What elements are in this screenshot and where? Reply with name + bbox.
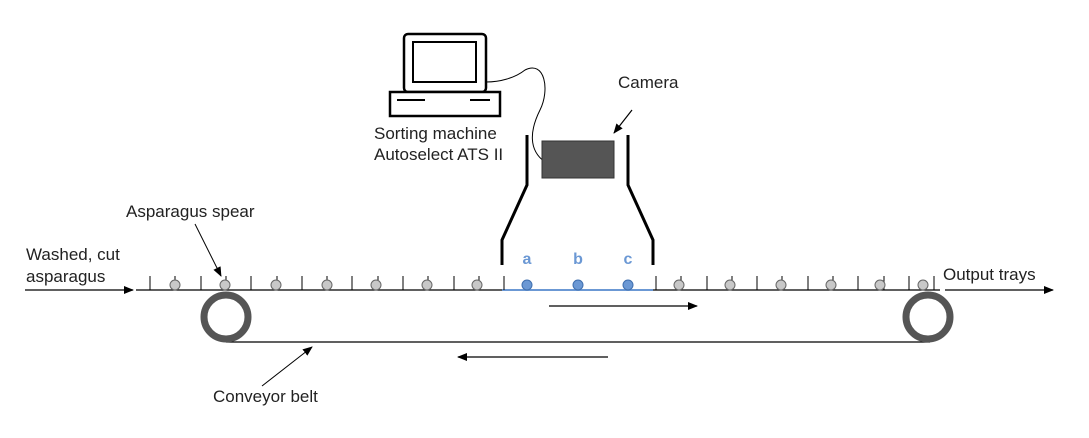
asparagus-spear [874,279,886,291]
asparagus-spear [421,279,433,291]
machine-label-line2: Autoselect ATS II [374,145,503,164]
machine-label-line1: Sorting machine [374,124,497,143]
spear-under-camera [622,279,634,291]
asparagus-spear [219,279,231,291]
belt-ticks [149,276,935,290]
output-label: Output trays [943,265,1036,284]
spear-label: Asparagus spear [126,202,255,221]
camera-pointer-arrow [613,109,633,134]
asparagus-spear [270,279,282,291]
belt-pointer-arrow [261,346,313,387]
asparagus-spear [471,279,483,291]
computer-icon [388,32,502,118]
position-label-b: b [573,251,583,268]
input-label-line1: Washed, cut [26,245,120,264]
hood-right-wall [626,135,655,265]
asparagus-spear [370,279,382,291]
spear-row [169,279,929,291]
position-label-a: a [523,251,532,268]
asparagus-spear [775,279,787,291]
asparagus-spear [825,279,837,291]
roller-icon [902,291,954,343]
spear-pointer-arrow [194,223,222,277]
input-label-line2: asparagus [26,267,105,286]
asparagus-spear [169,279,181,291]
roller-icon [200,291,252,343]
spear-under-camera [572,279,584,291]
hood-left-wall [500,135,529,265]
camera-label: Camera [618,73,679,92]
asparagus-spear [724,279,736,291]
camera-cable [485,67,546,163]
spear-under-camera [521,279,533,291]
asparagus-spear [673,279,685,291]
asparagus-spear [321,279,333,291]
camera-box [541,140,615,179]
asparagus-spear [917,279,929,291]
position-label-c: c [624,251,633,268]
belt-label: Conveyor belt [213,387,318,406]
